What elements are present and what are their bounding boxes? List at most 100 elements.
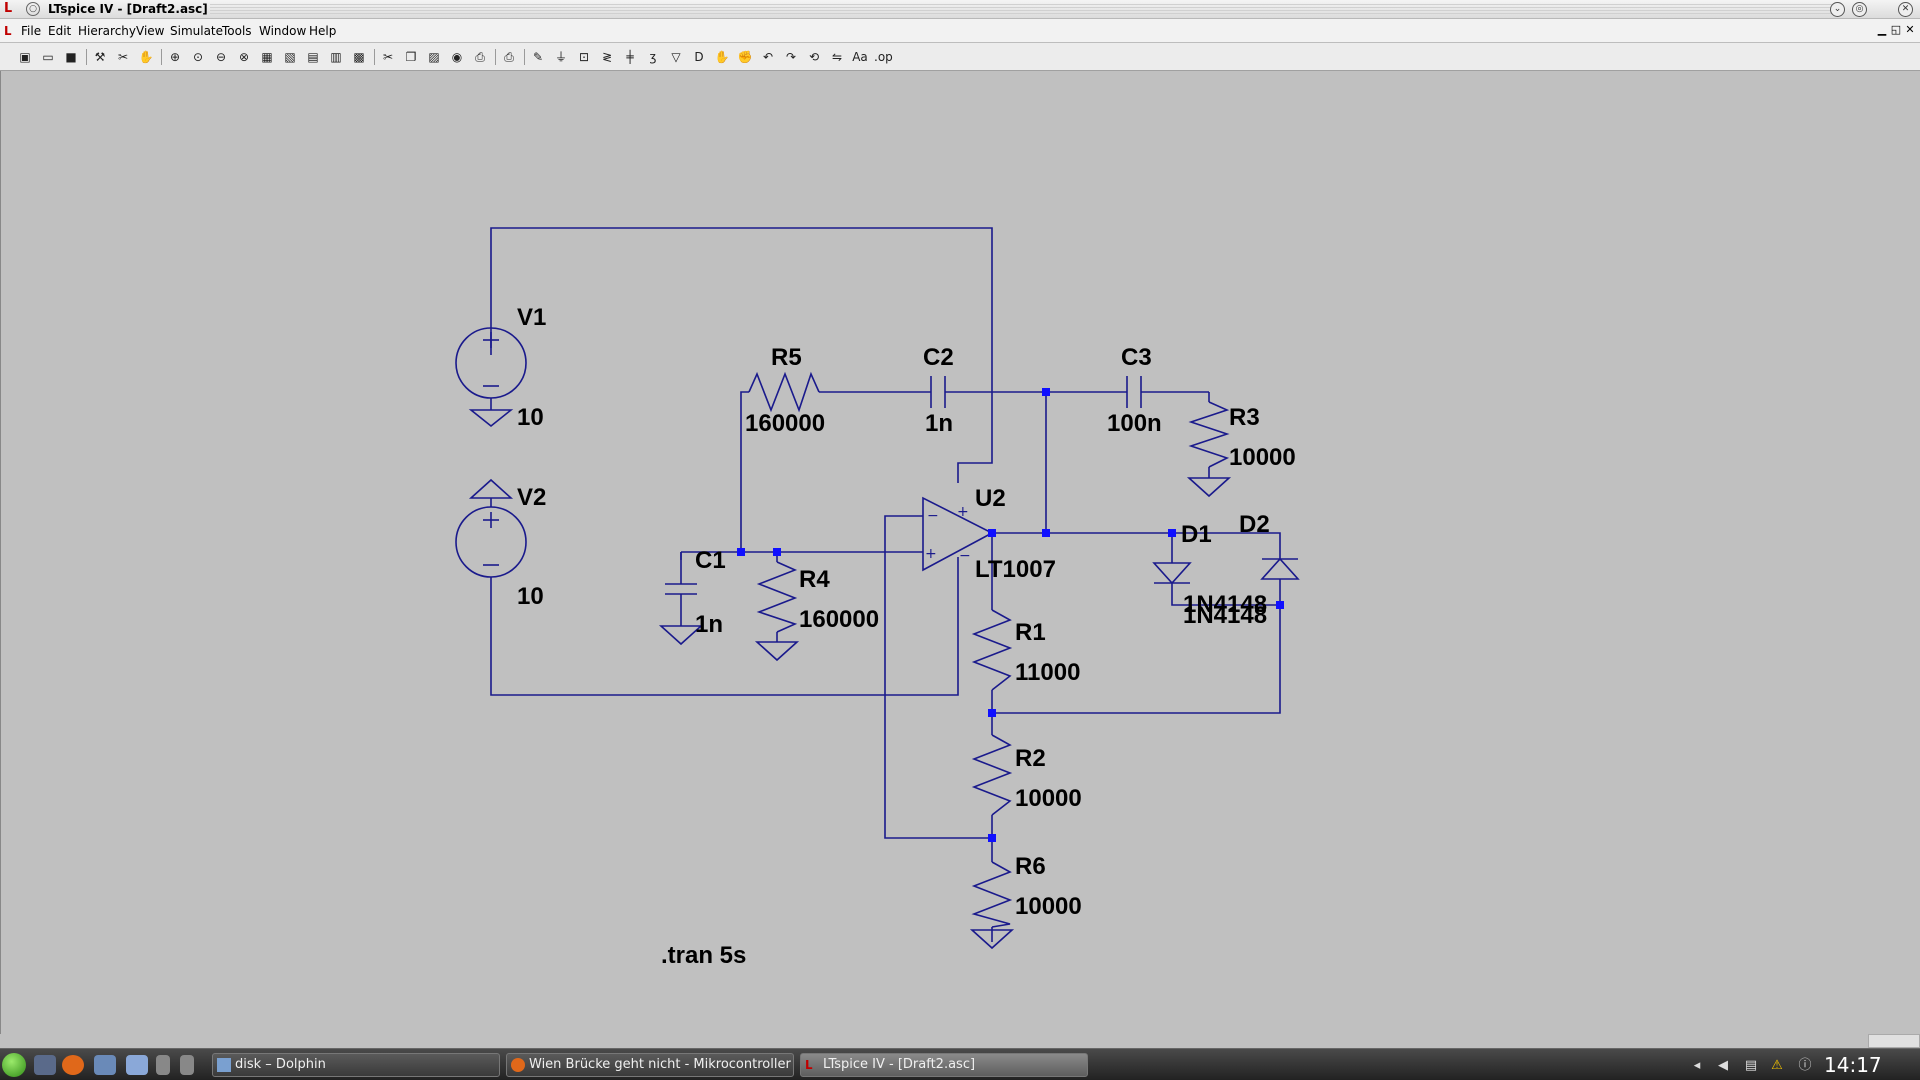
junction-dot: [1168, 529, 1176, 537]
task-firefox[interactable]: Wien Brücke geht nicht - Mikrocontroller: [506, 1053, 794, 1077]
mdi-restore-icon[interactable]: ◱: [1890, 23, 1902, 36]
window-menu-icon[interactable]: ○: [26, 2, 40, 16]
menu-hierarchy[interactable]: Hierarchy: [78, 24, 137, 38]
menu-help[interactable]: Help: [309, 24, 337, 38]
title-bar-grip: [210, 4, 1840, 14]
component-c2[interactable]: C2 1n: [923, 344, 954, 437]
canvas-size-grip[interactable]: [1868, 1034, 1920, 1048]
autorange-icon[interactable]: ▦: [261, 50, 273, 64]
maximize-icon[interactable]: ◎: [1852, 2, 1867, 17]
capacitor-icon[interactable]: ╪: [626, 50, 634, 64]
info-icon[interactable]: ⓘ: [1798, 1058, 1812, 1073]
halt-icon[interactable]: ✋: [138, 50, 154, 64]
component-r1[interactable]: R1 11000: [971, 609, 1080, 691]
tray-arrow-icon[interactable]: ◂: [1693, 1058, 1701, 1073]
move-icon[interactable]: ✋: [714, 50, 730, 64]
component-v2[interactable]: V2 10: [455, 478, 546, 610]
tile-vertical-icon[interactable]: ▥: [330, 50, 342, 64]
new-schematic-icon[interactable]: ▣: [19, 50, 31, 64]
grid-icon[interactable]: ▧: [284, 50, 296, 64]
warning-icon[interactable]: ⚠: [1771, 1058, 1783, 1073]
drag-icon[interactable]: ✊: [737, 50, 753, 64]
firefox-icon[interactable]: [62, 1055, 84, 1075]
label-net-icon[interactable]: ⊡: [578, 50, 590, 64]
diode-icon[interactable]: ▽: [671, 50, 681, 64]
desktop-icon[interactable]: [34, 1055, 56, 1075]
task-ltspice[interactable]: ᒪ LTspice IV - [Draft2.asc]: [800, 1053, 1088, 1077]
start-menu-icon[interactable]: [2, 1053, 26, 1077]
document-icon[interactable]: ᒪ: [4, 24, 12, 38]
wire-d2-top: [1172, 532, 1281, 559]
toolbar-separator: [86, 49, 87, 65]
zoom-out-icon[interactable]: ⊖: [215, 50, 227, 64]
mdi-minimize-icon[interactable]: ▁: [1877, 23, 1887, 36]
wire-inv-input: [884, 515, 992, 839]
component-c3[interactable]: C3 100n: [1107, 344, 1162, 437]
zoom-fit-icon[interactable]: ⊗: [238, 50, 250, 64]
label-r1-value: 11000: [1015, 659, 1080, 686]
workspace-switcher-icon[interactable]: [156, 1055, 170, 1075]
close-icon[interactable]: ✕: [1898, 2, 1913, 17]
label-r5-name: R5: [771, 344, 802, 371]
clock[interactable]: 14:17: [1824, 1053, 1882, 1077]
undo-icon[interactable]: ↶: [762, 50, 774, 64]
clipboard-icon[interactable]: ▤: [1744, 1058, 1758, 1073]
copy-icon[interactable]: ❐: [405, 50, 417, 64]
schematic-drawing[interactable]: V1 10 V2 10 R5 160000: [1, 71, 1919, 1034]
print-icon[interactable]: ⎙: [504, 50, 514, 64]
save-icon[interactable]: ■: [65, 50, 77, 64]
component-r5[interactable]: R5 160000: [745, 344, 825, 437]
schematic-canvas[interactable]: V1 10 V2 10 R5 160000: [0, 71, 1920, 1034]
menu-simulate[interactable]: Simulate: [170, 24, 224, 38]
menu-tools[interactable]: Tools: [222, 24, 252, 38]
minimize-icon[interactable]: ⌄: [1830, 2, 1845, 17]
task-dolphin[interactable]: disk – Dolphin: [212, 1053, 500, 1077]
draw-wire-icon[interactable]: ✎: [532, 50, 544, 64]
inductor-icon[interactable]: ʒ: [649, 50, 657, 64]
cascade-icon[interactable]: ▩: [353, 50, 365, 64]
toolbar: ▣ ▭ ■ ⚒ ✂ ✋ ⊕ ⊙ ⊖ ⊗ ▦ ▧ ▤ ▥ ▩ ✂ ❐ ▨ ◉ ⎙ ⎙ ✎ ⏚ ⊡ ≷ ╪ ʒ ▽ D ✋ ✊ ↶ ↷ ⟲ ⇋ Aa .op: [0, 43, 1920, 71]
redo-icon[interactable]: ↷: [785, 50, 797, 64]
workspace-switcher-icon[interactable]: [180, 1055, 194, 1075]
component-r4[interactable]: R4 160000: [754, 561, 879, 662]
component-r3[interactable]: R3 10000: [1186, 401, 1296, 498]
control-panel-icon[interactable]: ⚒: [94, 50, 106, 64]
component-u2[interactable]: + − + − U2 LT1007: [922, 485, 1056, 583]
find-icon[interactable]: ◉: [451, 50, 463, 64]
component-c1[interactable]: C1 1n: [658, 547, 726, 646]
spice-directive-text[interactable]: .tran 5s: [661, 942, 746, 969]
ground-icon[interactable]: ⏚: [554, 50, 567, 64]
menu-edit[interactable]: Edit: [48, 24, 72, 38]
tile-horizontal-icon[interactable]: ▤: [307, 50, 319, 64]
junctions: [737, 388, 1284, 842]
pan-icon[interactable]: ⊙: [192, 50, 204, 64]
run-icon[interactable]: ✂: [117, 50, 129, 64]
component-r6[interactable]: R6 10000: [969, 853, 1082, 950]
component-d2[interactable]: D2 1N4148: [1183, 511, 1300, 629]
mirror-icon[interactable]: ⇋: [831, 50, 843, 64]
volume-icon[interactable]: ◀: [1718, 1058, 1728, 1073]
label-c2-name: C2: [923, 344, 954, 371]
file-manager-icon[interactable]: [94, 1055, 116, 1075]
mdi-close-icon[interactable]: ✕: [1905, 23, 1915, 36]
component-r2[interactable]: R2 10000: [971, 734, 1082, 816]
spice-directive-icon[interactable]: .op: [874, 50, 893, 64]
email-icon[interactable]: [126, 1055, 148, 1075]
open-icon[interactable]: ▭: [42, 50, 54, 64]
cut-icon[interactable]: ✂: [382, 50, 394, 64]
component-icon[interactable]: D: [694, 50, 704, 64]
component-v1[interactable]: V1 10: [455, 304, 546, 431]
component-d1[interactable]: D1 1N4148: [1152, 521, 1267, 618]
menu-file[interactable]: File: [21, 24, 42, 38]
menu-window[interactable]: Window: [259, 24, 307, 38]
text-icon[interactable]: Aa: [852, 50, 868, 64]
resistor-icon[interactable]: ≷: [601, 50, 613, 64]
ltspice-logo-icon[interactable]: ᒪ: [4, 1, 13, 16]
title-bar: ᒪ ○ LTspice IV - [Draft2.asc] ⌄ ◎ ✕: [0, 0, 1920, 19]
wire-diodes-to-r1r2: [992, 605, 1281, 714]
zoom-in-icon[interactable]: ⊕: [169, 50, 181, 64]
rotate-icon[interactable]: ⟲: [808, 50, 820, 64]
menu-view[interactable]: View: [136, 24, 165, 38]
print-setup-icon[interactable]: ⎙: [475, 50, 485, 64]
paste-icon[interactable]: ▨: [428, 50, 440, 64]
